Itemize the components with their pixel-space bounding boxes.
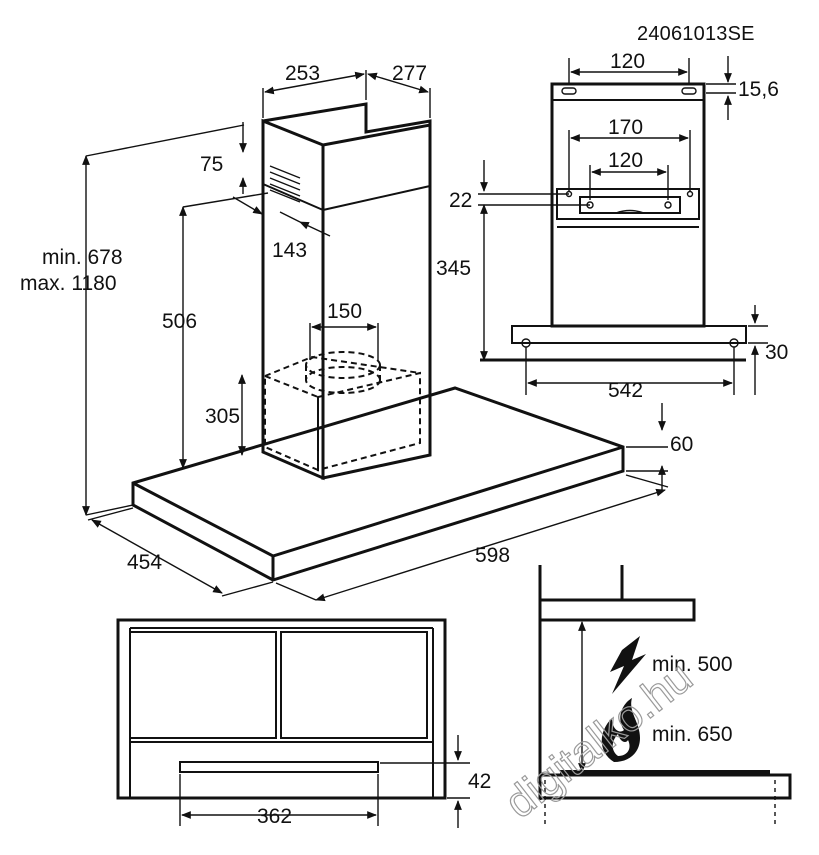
dim-filter-width: 362 bbox=[257, 805, 292, 828]
dim-mid-inner: 120 bbox=[608, 149, 643, 172]
dim-canopy-width bbox=[275, 474, 669, 602]
lightning-icon bbox=[610, 636, 646, 694]
underside-view bbox=[116, 618, 447, 800]
chimney bbox=[261, 102, 432, 481]
dim-chimney-width: 253 bbox=[285, 62, 320, 85]
dim-canopy-fix-offset: 30 bbox=[765, 341, 788, 364]
dim-motor-height: 305 bbox=[205, 405, 240, 428]
flame-icon bbox=[601, 698, 640, 762]
bracket-view bbox=[480, 82, 747, 362]
clearance-view bbox=[538, 565, 792, 826]
dim-hood-to-vent: 506 bbox=[162, 310, 197, 333]
dim-vent-offsets bbox=[232, 122, 331, 237]
dim-chimney-depth: 277 bbox=[392, 62, 427, 85]
dim-outlet bbox=[309, 323, 379, 360]
dim-total-height bbox=[82, 124, 245, 516]
dim-height-min: min. 678 bbox=[42, 246, 123, 269]
model-code: 24061013SE bbox=[637, 23, 755, 45]
dim-canopy-width-label: 598 bbox=[475, 544, 510, 567]
motor-unit-hidden bbox=[264, 351, 421, 472]
dim-vent-side: 143 bbox=[272, 239, 307, 262]
bracket-dims bbox=[478, 56, 768, 395]
dim-bracket-to-canopy: 345 bbox=[436, 257, 471, 280]
dim-top-hole-spacing: 120 bbox=[610, 50, 645, 73]
dim-chimney-top bbox=[262, 70, 431, 118]
clearance-gas: min. 650 bbox=[652, 723, 733, 746]
dim-filter-offset: 42 bbox=[468, 770, 491, 793]
dim-outlet-diameter: 150 bbox=[327, 300, 362, 323]
dim-506 bbox=[179, 192, 269, 469]
dim-bracket-height: 22 bbox=[449, 189, 472, 212]
dim-height-max: max. 1180 bbox=[20, 272, 117, 295]
vent-slots bbox=[269, 165, 301, 203]
dim-mid-outer: 170 bbox=[608, 116, 643, 139]
dim-canopy-fix-spacing: 542 bbox=[608, 379, 643, 402]
clearance-electric: min. 500 bbox=[652, 653, 733, 676]
dim-canopy-depth-label: 454 bbox=[127, 551, 162, 574]
underside-dims bbox=[179, 735, 470, 828]
dim-canopy-thickness-label: 60 bbox=[670, 433, 693, 456]
dim-vent-top: 75 bbox=[200, 153, 223, 176]
dim-canopy-depth bbox=[87, 507, 274, 597]
dim-top-offset: 15,6 bbox=[738, 78, 779, 101]
